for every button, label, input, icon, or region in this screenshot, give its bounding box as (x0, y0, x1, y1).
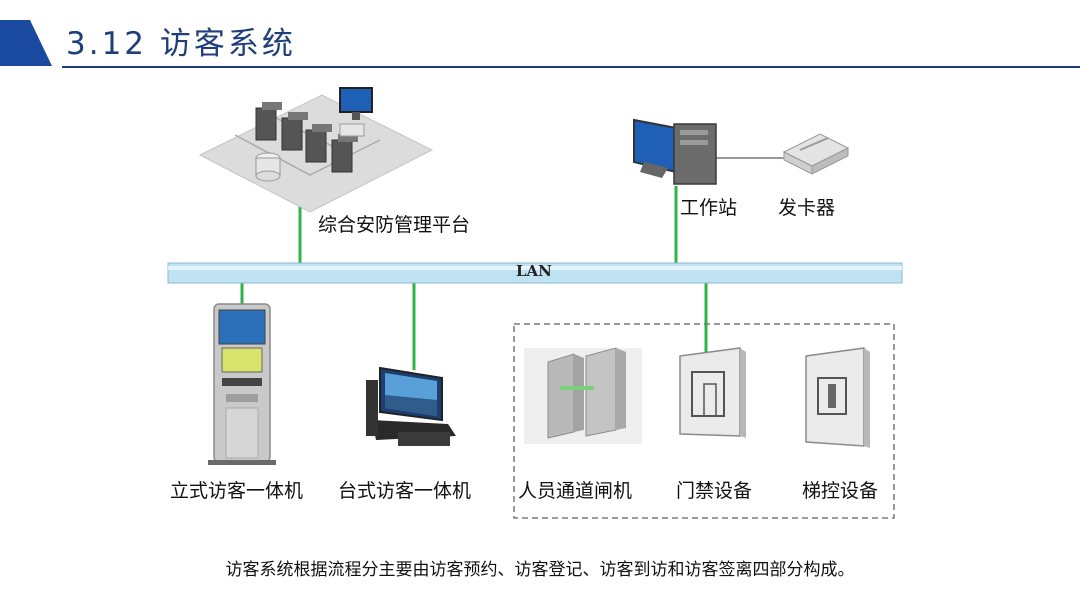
card-issuer-label: 发卡器 (778, 197, 836, 219)
access-control-panel-icon (679, 347, 746, 438)
network-links (240, 186, 708, 370)
turnstile-gate-icon (524, 347, 642, 444)
workstation-label: 工作站 (680, 197, 738, 219)
card-reader-icon (782, 133, 850, 175)
turnstile-label: 人员通道闸机 (518, 480, 633, 502)
desktop-kiosk-icon (366, 366, 456, 446)
desktop-kiosk-label: 台式访客一体机 (338, 480, 472, 502)
page-title: 3.12 访客系统 (66, 26, 296, 62)
elevator-control-label: 梯控设备 (802, 480, 879, 502)
title-accent-shape (0, 20, 52, 66)
elevator-control-panel-icon (805, 347, 870, 448)
device-group-border (513, 323, 895, 519)
lan-label: LAN (516, 262, 552, 280)
standing-kiosk-label: 立式访客一体机 (170, 480, 304, 502)
title-divider (62, 66, 1080, 68)
lan-bus (167, 262, 903, 284)
standing-kiosk-icon (208, 303, 276, 465)
access-control-label: 门禁设备 (676, 480, 753, 502)
desktop-computer-icon (633, 118, 717, 185)
server-cluster-icon (198, 87, 434, 213)
slide-caption: 访客系统根据流程分主要由访客预约、访客登记、访客到访和访客签离四部分构成。 (225, 560, 855, 580)
platform-label-text: 综合安防管理平台 (318, 214, 471, 236)
